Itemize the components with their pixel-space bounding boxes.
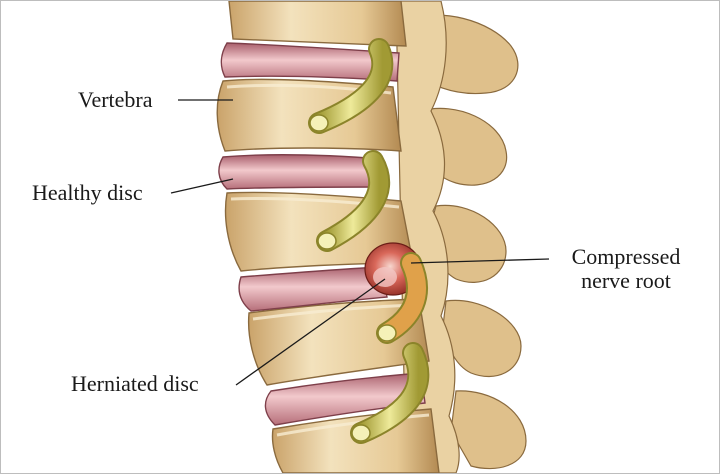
leader-compressed xyxy=(410,258,550,264)
label-compressed-nerve-root: Compressed nerve root xyxy=(556,245,696,293)
nerve-root-ends xyxy=(309,114,397,442)
vertebral-bodies xyxy=(216,1,440,473)
disc-top xyxy=(220,42,400,82)
leader-herniated-disc xyxy=(235,278,386,386)
facet-column xyxy=(381,1,460,473)
disc-bottom xyxy=(264,372,426,426)
disc-healthy xyxy=(218,154,386,190)
label-compressed-line2: nerve root xyxy=(581,268,671,293)
disc-herniated xyxy=(238,266,388,312)
leader-lines xyxy=(170,99,550,386)
label-vertebra: Vertebra xyxy=(78,87,153,112)
label-healthy-disc: Healthy disc xyxy=(32,180,143,205)
intervertebral-discs xyxy=(218,42,426,426)
label-herniated-disc: Herniated disc xyxy=(71,371,199,396)
leader-healthy-disc xyxy=(170,178,234,194)
label-compressed-line1: Compressed xyxy=(571,244,681,269)
